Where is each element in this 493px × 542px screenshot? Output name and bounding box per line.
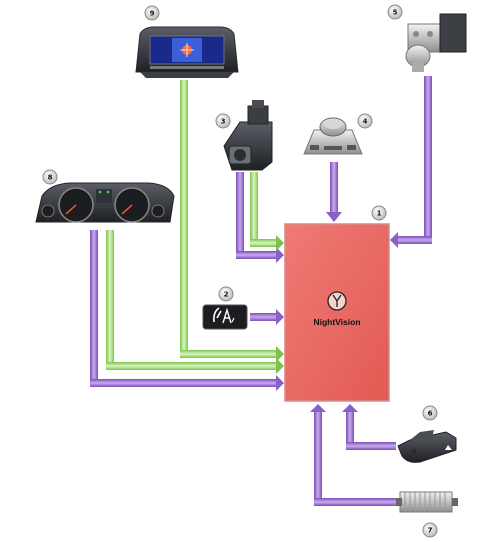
link-7-purple — [310, 404, 398, 506]
instrument-cluster-icon — [35, 182, 175, 223]
badge-6-label: 6 — [428, 410, 433, 418]
link-8-purple — [90, 230, 284, 391]
badge-8-label: 8 — [48, 174, 53, 182]
badge-9-label: 9 — [150, 10, 155, 18]
link-8-green — [106, 230, 284, 374]
badge-3: 3 — [215, 113, 231, 129]
badge-5: 5 — [387, 4, 403, 20]
night-vision-logo-icon — [327, 291, 347, 311]
badge-6: 6 — [422, 405, 438, 421]
badge-4: 4 — [357, 113, 373, 129]
badge-3-label: 3 — [221, 118, 226, 126]
link-2-purple — [250, 309, 284, 325]
badge-7-label: 7 — [428, 527, 433, 535]
number-badges: 9 5 3 4 8 1 2 6 — [42, 4, 438, 538]
camera-module-icon — [396, 491, 458, 513]
badge-1: 1 — [371, 205, 387, 221]
badge-8: 8 — [42, 169, 58, 185]
night-vision-button-icon — [202, 304, 248, 330]
link-3-green — [250, 172, 284, 251]
badge-2: 2 — [218, 286, 234, 302]
link-3-purple — [236, 172, 284, 263]
badge-7: 7 — [422, 522, 438, 538]
link-9-green — [180, 80, 284, 362]
night-vision-control-unit: NightVision — [284, 223, 390, 402]
badge-2-label: 2 — [224, 291, 229, 299]
link-6-purple — [342, 404, 396, 450]
control-module-icon — [223, 100, 273, 171]
badge-9: 9 — [144, 5, 160, 21]
central-display-icon — [135, 26, 239, 78]
dsc-hydraulic-unit-icon — [405, 13, 467, 72]
control-unit-label: NightVision — [313, 317, 360, 327]
badge-1-label: 1 — [377, 210, 382, 218]
badge-4-label: 4 — [363, 118, 368, 126]
links — [90, 76, 432, 506]
link-5-purple — [390, 76, 432, 248]
badge-5-label: 5 — [393, 9, 398, 17]
rain-light-sensor-icon — [397, 430, 457, 463]
link-4-purple — [326, 162, 342, 222]
controller-knob-icon — [303, 117, 363, 155]
